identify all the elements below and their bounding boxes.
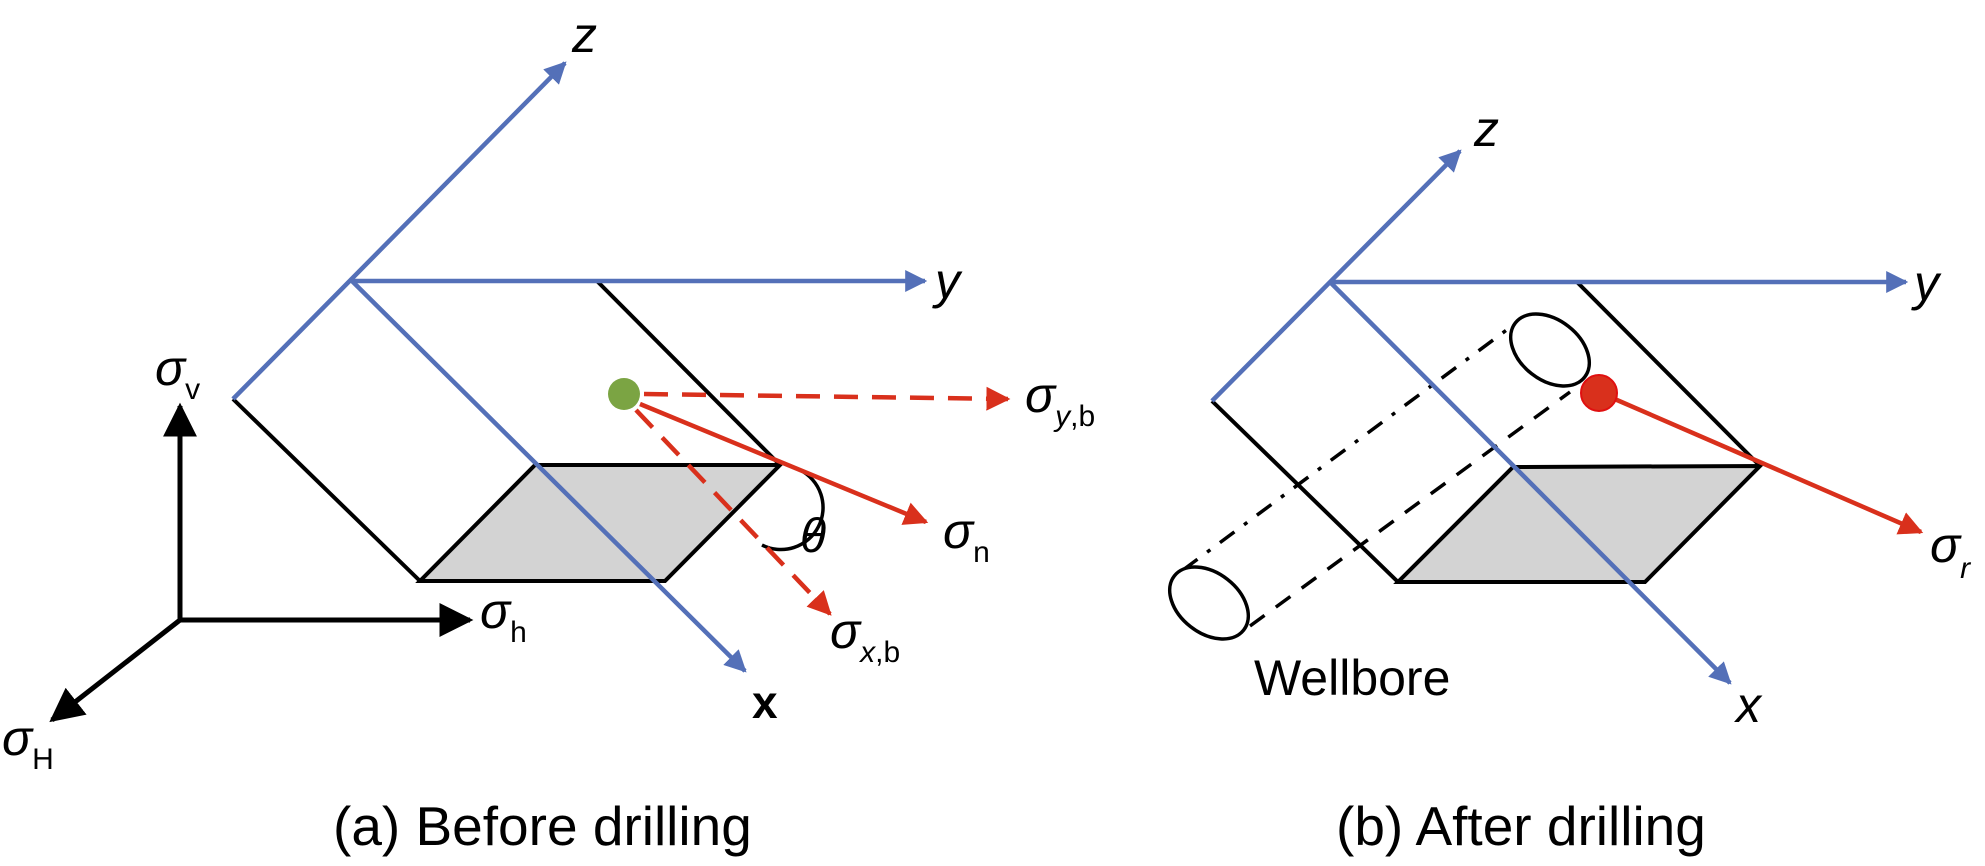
wellbore-front-opening bbox=[1167, 565, 1251, 641]
box-back-edge bbox=[1575, 280, 1762, 468]
wellbore-cylinder bbox=[1167, 312, 1592, 641]
box-back-edge bbox=[595, 279, 782, 467]
principal-stress-axes bbox=[49, 402, 474, 723]
sigma-xb-arrow bbox=[634, 408, 832, 616]
bottom-face bbox=[1393, 463, 1765, 584]
theta-label: θ bbox=[800, 510, 826, 563]
stress-point-red bbox=[1580, 374, 1618, 412]
theta-arc bbox=[761, 468, 825, 552]
y-axis-label: y bbox=[1911, 255, 1942, 311]
x-axis-label: x bbox=[752, 676, 778, 728]
sigma-yb-label: σy,b bbox=[1025, 367, 1095, 433]
sigma-H-label: σH bbox=[2, 710, 54, 776]
sigma-r-arrow bbox=[1609, 394, 1924, 535]
stress-point-green bbox=[608, 378, 640, 410]
caption-a: (a) Before drilling bbox=[333, 795, 752, 857]
x-axis bbox=[1328, 280, 1732, 685]
sigma-n-label: σn bbox=[943, 503, 990, 569]
wellbore-back-opening bbox=[1508, 312, 1592, 388]
sigma-yb-arrow bbox=[643, 386, 1011, 411]
sigma-v-label: σv bbox=[155, 340, 200, 406]
x-axis bbox=[350, 279, 747, 673]
bottom-face bbox=[415, 463, 785, 583]
panel-a: z y x θ σv σh σH σy,b σn σx,b (a) Before… bbox=[2, 7, 1095, 857]
wellbore-lower-edge bbox=[1248, 390, 1572, 628]
panel-b: z y x σr Wellbore (b) After drilling bbox=[1167, 101, 1971, 857]
z-axis-label: z bbox=[1473, 101, 1499, 157]
box-left-edge bbox=[231, 397, 422, 583]
sigma-H-arrow bbox=[49, 618, 182, 723]
z-axis bbox=[231, 61, 567, 401]
z-axis-label: z bbox=[571, 7, 597, 63]
box-left-edge bbox=[1210, 399, 1400, 584]
x-axis-label: x bbox=[1734, 677, 1763, 733]
sigma-r-label: σr bbox=[1930, 517, 1971, 585]
y-axis-label: y bbox=[932, 253, 963, 309]
wellbore-label: Wellbore bbox=[1254, 650, 1450, 706]
sigma-h-label: σh bbox=[480, 583, 527, 649]
caption-b: (b) After drilling bbox=[1336, 795, 1706, 857]
sigma-n-arrow bbox=[639, 401, 929, 525]
sigma-xb-label: σx,b bbox=[830, 603, 900, 669]
z-axis bbox=[1210, 149, 1462, 403]
